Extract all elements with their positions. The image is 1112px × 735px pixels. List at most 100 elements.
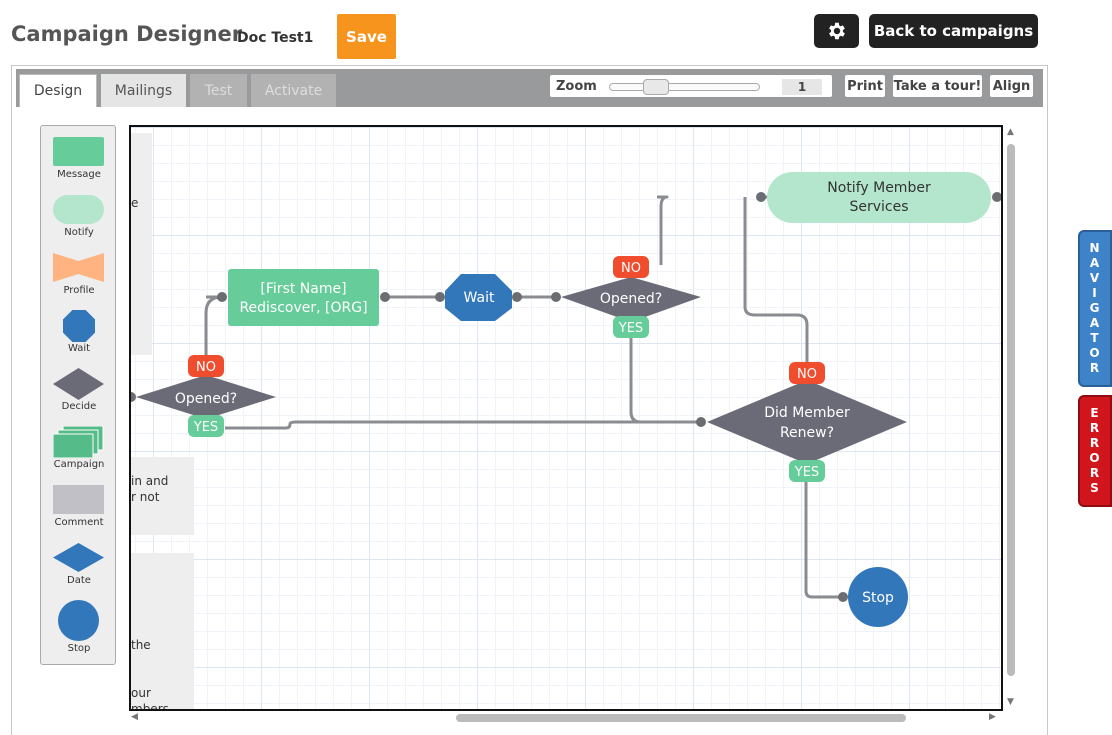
- palette-label: Date: [67, 575, 91, 586]
- zoom-value: 1: [782, 79, 822, 95]
- no-badge: [613, 256, 649, 278]
- palette-item-profile[interactable]: Profile: [41, 250, 117, 308]
- message-node-text: [First Name]: [260, 281, 346, 297]
- scroll-right-arrow-icon[interactable]: ▶: [989, 712, 996, 722]
- palette-item-notify[interactable]: Notify: [41, 192, 117, 250]
- flow-diagram: [First Name] Rediscover, [ORG] Wait Open…: [131, 172, 1001, 627]
- palette-label: Campaign: [53, 459, 105, 470]
- connector-line: [743, 197, 809, 372]
- wait-octagon-icon: [63, 310, 95, 342]
- yes-badge: [613, 316, 649, 338]
- back-to-campaigns-button[interactable]: Back to campaigns: [869, 14, 1038, 48]
- palette-label: Stop: [67, 643, 91, 654]
- message-shape-icon: [53, 137, 104, 166]
- message-node: [228, 269, 379, 326]
- note-text: the: [131, 638, 151, 652]
- connector-line: [629, 327, 701, 424]
- app-title: Campaign Designer: [11, 22, 243, 46]
- connector-dot: [756, 192, 766, 202]
- settings-button[interactable]: [814, 14, 859, 48]
- connector-dot: [435, 292, 445, 302]
- connector-dot: [131, 392, 136, 402]
- no-badge-text: NO: [621, 261, 641, 276]
- profile-shape-icon: [53, 253, 104, 282]
- date-diamond-icon: [53, 543, 104, 572]
- palette-label: Decide: [61, 401, 97, 412]
- align-button[interactable]: Align: [989, 74, 1034, 98]
- palette-item-message[interactable]: Message: [41, 134, 117, 192]
- comment-note[interactable]: e: [131, 133, 152, 355]
- stop-circle-icon: [58, 600, 99, 641]
- tab-activate: Activate: [251, 74, 336, 107]
- decide-node-opened: [561, 277, 701, 322]
- wait-node-text: Wait: [464, 290, 495, 306]
- vertical-scroll-thumb[interactable]: [1007, 144, 1015, 676]
- scroll-left-arrow-icon[interactable]: ◀: [131, 712, 138, 722]
- comment-note[interactable]: the our mbers: [131, 553, 194, 711]
- palette-label: Notify: [64, 227, 94, 238]
- tab-test: Test: [190, 74, 247, 107]
- scroll-down-arrow-icon[interactable]: ▼: [1007, 697, 1014, 707]
- decide-node-text: Opened?: [175, 391, 237, 407]
- palette-item-campaign[interactable]: Campaign: [41, 424, 117, 482]
- palette-item-wait[interactable]: Wait: [41, 308, 117, 366]
- no-badge-text: NO: [797, 367, 817, 382]
- note-text: our: [131, 686, 151, 700]
- tab-design[interactable]: Design: [19, 74, 97, 107]
- connector-dot: [838, 592, 848, 602]
- connector-dot: [380, 292, 390, 302]
- comment-shape-icon: [53, 485, 104, 514]
- take-a-tour-button[interactable]: Take a tour!: [892, 74, 983, 98]
- note-text: r not: [131, 490, 160, 504]
- horizontal-scrollbar[interactable]: ◀ ▶: [129, 711, 1003, 725]
- yes-badge-text: YES: [794, 465, 819, 480]
- connector-line: [204, 295, 224, 365]
- palette-item-decide[interactable]: Decide: [41, 366, 117, 424]
- connector-dot: [551, 292, 561, 302]
- decide-node-opened: [136, 375, 276, 419]
- gear-icon: [828, 22, 845, 40]
- print-button[interactable]: Print: [844, 74, 886, 98]
- palette-item-comment[interactable]: Comment: [41, 482, 117, 540]
- stop-node-text: Stop: [862, 590, 894, 606]
- horizontal-scroll-thumb[interactable]: [456, 714, 906, 722]
- no-badge: [789, 362, 825, 384]
- notify-node-text: Notify Member: [827, 180, 931, 196]
- zoom-slider-handle[interactable]: [643, 79, 669, 95]
- comment-note[interactable]: in and r not: [131, 457, 194, 535]
- campaign-stack-icon: [53, 426, 104, 458]
- decide-node-text: Opened?: [600, 291, 662, 307]
- decide-diamond-icon: [53, 368, 104, 400]
- connector-line: [225, 420, 701, 430]
- yes-badge-text: YES: [193, 420, 218, 435]
- scroll-up-arrow-icon[interactable]: ▲: [1007, 127, 1014, 137]
- connector-dot: [217, 292, 227, 302]
- note-text: in and: [131, 474, 169, 488]
- stop-node: [848, 567, 908, 627]
- message-node-text: Rediscover, [ORG]: [239, 300, 367, 316]
- vertical-scrollbar[interactable]: ▲ ▼: [1004, 126, 1018, 712]
- decide-node-renew: [707, 380, 907, 464]
- yes-badge-text: YES: [618, 321, 643, 336]
- tab-mailings[interactable]: Mailings: [101, 74, 186, 107]
- no-badge: [188, 355, 224, 377]
- save-button[interactable]: Save: [337, 14, 396, 59]
- design-canvas[interactable]: e in and r not the our mbers: [129, 125, 1003, 711]
- zoom-control: Zoom 1: [549, 74, 833, 98]
- zoom-slider-track[interactable]: [609, 83, 760, 91]
- wait-node: [445, 274, 512, 321]
- notify-node: [767, 172, 991, 223]
- palette-item-stop[interactable]: Stop: [41, 598, 117, 656]
- connector-dot: [992, 192, 1001, 202]
- no-badge-text: NO: [196, 360, 216, 375]
- yes-badge: [188, 415, 224, 437]
- note-text: mbers: [131, 702, 169, 711]
- notify-shape-icon: [53, 195, 104, 224]
- decide-node-text: Renew?: [780, 425, 834, 441]
- yes-badge: [789, 460, 825, 482]
- connector-dot: [696, 417, 706, 427]
- palette-item-date[interactable]: Date: [41, 540, 117, 598]
